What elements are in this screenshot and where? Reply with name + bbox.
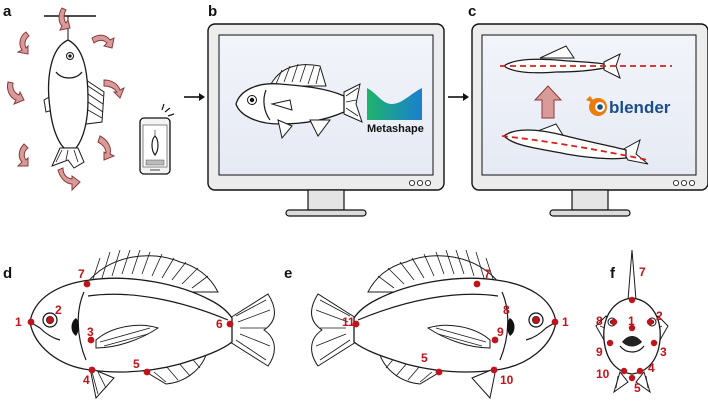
landmark-dot (87, 336, 95, 344)
landmark-dot (628, 296, 636, 304)
landmark-dot (490, 366, 498, 374)
landmark-dot (606, 339, 614, 347)
panel-d-letter: d (3, 265, 12, 282)
landmark-label-5: 5 (634, 381, 641, 395)
landmark-label-1: 1 (15, 315, 22, 329)
landmark-dot (620, 367, 628, 375)
panel-c-letter: c (468, 3, 476, 20)
landmark-dot (628, 374, 636, 382)
landmark-label-7: 7 (484, 267, 491, 281)
landmark-dot (226, 320, 234, 328)
landmark-dot (551, 318, 559, 326)
landmark-dot (532, 316, 540, 324)
rotation-arrow-icon (97, 135, 116, 161)
rotation-arrow-icon (58, 7, 71, 31)
curved-fish-icon (501, 123, 649, 165)
landmark-label-2: 2 (55, 303, 62, 317)
fish-model-icon (235, 63, 363, 140)
panel-b: b Metashape (207, 3, 445, 217)
hanging-fish-icon (43, 39, 105, 169)
landmark-label-9: 9 (596, 345, 603, 359)
metashape-logo-icon: Metashape (367, 88, 424, 135)
landmark-dot (650, 339, 658, 347)
landmark-label-10: 10 (596, 367, 610, 381)
panel-e-letter: e (284, 265, 292, 282)
landmark-dot (143, 368, 151, 376)
landmark-label-5: 5 (133, 357, 140, 371)
landmark-label-6: 6 (216, 317, 223, 331)
frontal-fish-icon (595, 249, 669, 394)
rotation-arrows (7, 7, 125, 192)
rotation-arrow-icon (7, 81, 25, 105)
panel-b-letter: b (208, 3, 217, 20)
smartphone-icon (139, 103, 175, 175)
up-arrow-icon (533, 85, 563, 119)
rotation-arrow-icon (16, 143, 29, 167)
landmark-label-5: 5 (421, 351, 428, 365)
landmark-dot (46, 316, 54, 324)
landmark-label-3: 3 (660, 345, 667, 359)
landmark-dot (646, 318, 654, 326)
landmark-label-8: 8 (503, 303, 510, 317)
rotation-arrow-icon (57, 167, 81, 192)
rotation-arrow-icon (103, 79, 125, 99)
landmark-label-2: 2 (656, 309, 663, 323)
monitor-icon (471, 23, 708, 217)
blender-label: blender (609, 98, 671, 117)
midline-curved (501, 135, 649, 161)
landmark-dot (628, 324, 636, 332)
landmark-label-9: 9 (497, 325, 504, 339)
landmark-label-7: 7 (78, 267, 85, 281)
right-arrow-icon (184, 93, 205, 101)
landmark-dot (473, 280, 481, 288)
panel-d: d (3, 249, 275, 400)
metashape-label: Metashape (367, 123, 424, 135)
lateral-fish-left-icon (29, 249, 275, 400)
landmark-label-8: 8 (596, 314, 603, 328)
rotation-arrow-icon (16, 31, 30, 55)
rotation-arrow-icon (91, 34, 115, 49)
landmark-dot (636, 367, 644, 375)
landmark-dot (83, 280, 91, 288)
landmark-label-11: 11 (342, 315, 355, 329)
panel-a-letter: a (3, 3, 12, 20)
landmark-label-7: 7 (639, 265, 646, 279)
landmark-dot (88, 366, 96, 374)
landmark-label-1: 1 (562, 315, 569, 329)
landmark-label-4: 4 (648, 361, 655, 375)
landmark-label-3: 3 (87, 325, 94, 339)
landmark-dot (610, 318, 618, 326)
landmark-dot (27, 318, 35, 326)
landmark-label-4: 4 (83, 373, 90, 387)
landmark-label-10: 10 (500, 373, 514, 387)
landmark-dot (491, 336, 499, 344)
straight-fish-icon (500, 45, 672, 79)
panel-c: c blender (468, 3, 708, 217)
blender-logo-icon: blender (586, 96, 671, 117)
landmark-label-1: 1 (628, 314, 635, 328)
lateral-fish-right-icon (311, 249, 557, 400)
landmark-dot (352, 320, 360, 328)
right-arrow-icon (448, 93, 469, 101)
panel-e: e 1 5 7 8 9 (284, 249, 569, 400)
panel-f-letter: f (610, 265, 616, 282)
landmark-dot (435, 368, 443, 376)
panel-f: f (595, 249, 669, 395)
panel-a: a (3, 3, 175, 192)
